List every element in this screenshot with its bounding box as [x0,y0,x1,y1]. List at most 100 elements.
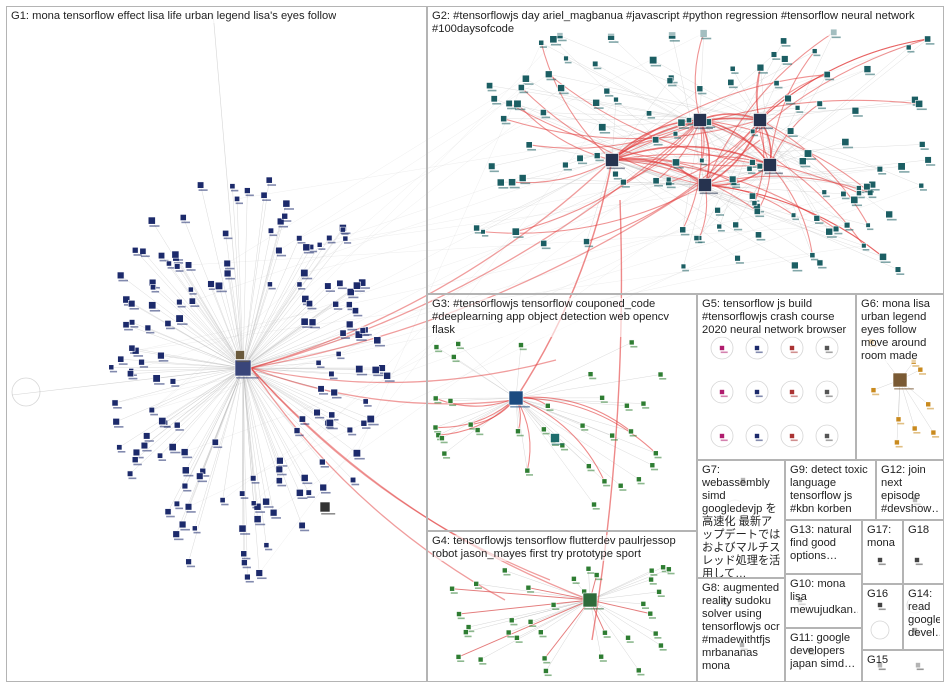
node-label-mark [257,577,267,580]
gray-edge [242,322,313,369]
gray-edge [769,47,909,166]
node [152,374,161,383]
node-label-mark [619,489,627,491]
node-label-mark [467,630,475,633]
gray-edge [683,184,706,267]
node-label-mark [667,182,675,185]
gray-edge [530,599,591,623]
node [140,441,149,450]
node [544,403,551,409]
node-label-mark [133,355,144,357]
node [666,566,672,573]
node-label-mark [225,267,235,270]
node [686,117,692,124]
red-edge [250,367,506,601]
node [350,476,357,484]
node-label-mark [128,477,137,480]
node [550,433,560,443]
node [144,324,152,332]
node [324,282,332,290]
node [352,449,361,458]
gray-edge [242,230,272,369]
node [877,557,883,563]
node [191,525,198,532]
red-edge [515,396,632,432]
node [158,417,167,426]
gray-edge [769,74,828,166]
node [355,365,364,374]
node-label-mark [878,668,886,671]
node [316,241,323,248]
node-label-mark [347,308,356,311]
node [541,655,548,662]
node [648,576,654,583]
node-label-mark [364,405,372,407]
self-loop [870,620,890,640]
gray-edge [515,373,591,399]
node-label-mark [919,373,927,375]
node [754,433,760,439]
node-label-mark [139,366,149,368]
node [832,225,840,233]
group-box-g8: G8: augmented reality sudoku solver usin… [697,578,785,682]
node-label-mark [449,404,457,407]
node-label-mark [669,40,680,42]
node [620,178,627,186]
node-label-mark [464,635,472,638]
node-label-mark [581,429,589,431]
node [514,634,520,641]
gray-edge [515,397,621,486]
node [780,37,788,45]
node-label-mark [626,641,634,643]
node [184,503,193,511]
node-label-mark [654,456,662,459]
node-label-mark [735,262,744,264]
gray-edge [515,397,528,471]
node-label-mark [647,117,656,119]
node-label-mark [551,443,565,446]
gray-edge [131,347,244,369]
node [250,475,257,482]
node [513,99,522,108]
gray-edge [278,74,549,251]
node [267,281,273,288]
node-label-mark [186,565,196,568]
node [698,178,712,192]
node [447,398,454,404]
node-label-mark [373,374,384,377]
node-label-mark [166,327,175,330]
gray-edge [242,367,371,420]
node-label-mark [666,186,676,189]
group-label-g12: G12: join next episode #devshow… [881,464,940,516]
node-label-mark [834,232,843,235]
node [207,280,215,288]
gray-edge [242,367,267,502]
node-label-mark [175,270,184,272]
red-edge [250,159,613,369]
group-label-g5: G5: tensorflow js build #tensorflowjs cr… [702,298,852,337]
node-label-mark [481,235,489,237]
gray-edge [152,287,244,369]
node-label-mark [872,393,880,396]
gray-edge [589,579,652,601]
node [293,427,301,434]
node-label-mark [932,436,940,438]
node-label-mark [842,146,854,149]
node-label-mark [208,288,219,290]
node-label-mark [542,432,550,435]
gray-edge [232,186,244,369]
node-label-mark [240,533,251,535]
gray-edge [512,159,613,183]
node-label-mark [507,107,517,110]
node [518,174,527,182]
gray-edge [480,599,591,660]
node [925,401,932,408]
node [754,389,760,395]
self-loop [710,336,734,360]
node-label-mark [223,237,233,240]
node [235,350,245,360]
gray-edge [116,367,244,422]
gray-edge [699,119,860,194]
node [223,269,232,278]
node-label-mark [593,107,604,109]
